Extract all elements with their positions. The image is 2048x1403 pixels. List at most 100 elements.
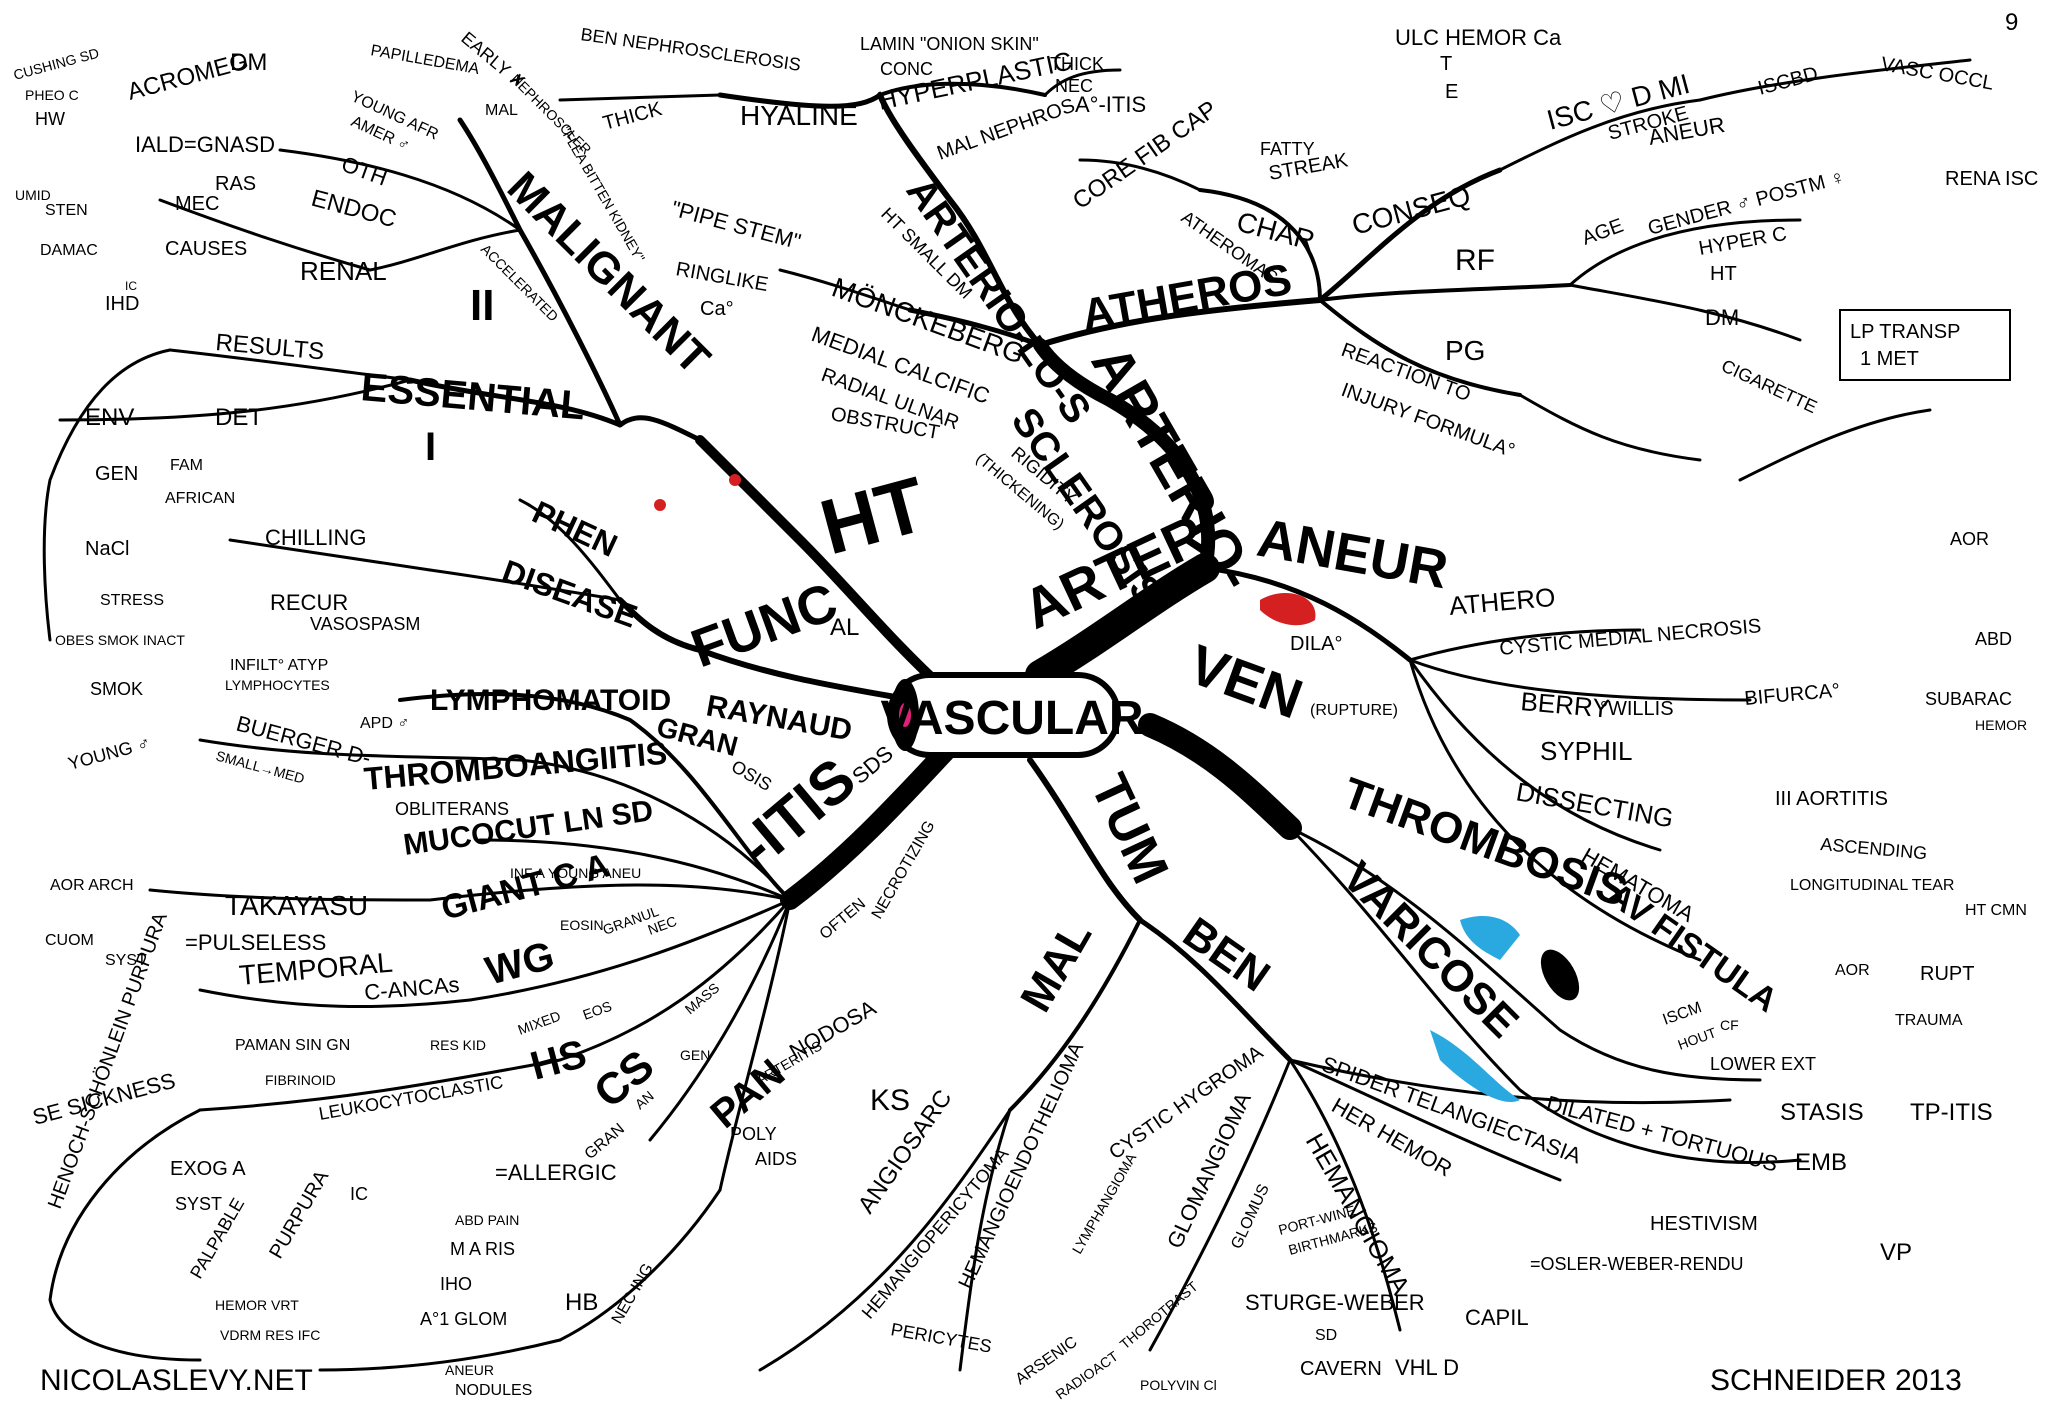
label-athero: ATHERO <box>1448 582 1557 621</box>
label-cf: CF <box>1720 1017 1739 1033</box>
label-thick1: THICK <box>1050 54 1104 74</box>
label-t: T <box>1440 53 1452 75</box>
label-gen: GEN <box>95 463 138 485</box>
label-willis: °WILLIS <box>1600 698 1674 720</box>
label-func: FUNC <box>684 572 845 680</box>
label-conseq: CONSEQ <box>1349 179 1474 240</box>
label-nodules: NODULES <box>455 1382 532 1399</box>
label-pheoc: PHEO C <box>25 87 79 103</box>
label-eosin: EOSIN <box>560 917 604 933</box>
label-ma-ris: M A RIS <box>450 1239 515 1259</box>
label-causes: CAUSES <box>165 238 247 260</box>
label-nacl: NaCl <box>85 538 129 560</box>
label-leukocytoclastic: LEUKOCYTOCLASTIC <box>317 1072 504 1124</box>
label-fatty: FATTY <box>1260 139 1315 159</box>
label-gen2: GEN <box>680 1047 710 1063</box>
label-takayasu: TAKAYASU <box>225 890 368 921</box>
label-longitudinal: LONGITUDINAL TEAR <box>1790 877 1954 894</box>
label-pipe-stem: "PIPE STEM" <box>669 196 804 255</box>
label-aids: AIDS <box>755 1149 797 1169</box>
thrombus <box>1540 949 1580 1001</box>
label-mal-nephros: MAL NEPHROS <box>934 94 1078 164</box>
label-hs: HS <box>526 1032 591 1089</box>
label-malignant-num: II <box>470 281 494 330</box>
label-hemor-vrt: HEMOR VRT <box>215 1297 299 1313</box>
label-syst: SYST <box>105 952 147 969</box>
label-lymphocytes: LYMPHOCYTES <box>225 677 330 693</box>
label-osler: =OSLER-WEBER-RENDU <box>1530 1254 1744 1274</box>
label-hb: HB <box>565 1289 598 1316</box>
label-osis: OSIS <box>728 756 775 795</box>
label-syst2: SYST <box>175 1194 222 1214</box>
label-ht: HT <box>812 460 935 572</box>
label-inf: INF A YOUNG ANEU <box>510 865 641 881</box>
label-pericytes: PERICYTES <box>889 1319 993 1356</box>
label-essential: ESSENTIAL <box>359 365 586 428</box>
label-nec: NEC <box>1055 76 1093 96</box>
label-hemangioendothelioma: HEMANGIOENDOTHELIOMA <box>955 1038 1089 1292</box>
aneurysm-blob <box>1260 592 1316 626</box>
label-poly: POLY <box>730 1124 777 1144</box>
footer-right: SCHNEIDER 2013 <box>1710 1364 1962 1397</box>
label-ht-cmn: HT CMN <box>1965 902 2027 919</box>
label-ht2: HT <box>1710 263 1737 285</box>
label-mal2: MAL <box>485 102 518 119</box>
label-cuom: CUOM <box>45 932 94 949</box>
label-lymphangioma: LYMPHANGIOMA <box>1069 1150 1140 1257</box>
footer-left: NICOLASLEVY.NET <box>40 1364 313 1397</box>
label-hout: HOUT <box>1676 1024 1719 1053</box>
label-thorotrast: THOROTRAST <box>1117 1278 1202 1353</box>
label-ascending: ASCENDING <box>1820 834 1928 863</box>
label-pulseless: =PULSELESS <box>185 930 326 955</box>
label-renal-isc: RENA ISC <box>1945 168 2038 190</box>
label-bifurca: BIFURCA° <box>1744 680 1841 710</box>
label-tum: TUM <box>1079 766 1179 893</box>
label-aor2: AOR <box>1835 962 1870 979</box>
label-rupture: (RUPTURE) <box>1310 702 1398 719</box>
label-lamin: LAMIN "ONION SKIN" <box>860 34 1039 54</box>
label-aneur3: ANEUR <box>445 1362 494 1378</box>
center-label: VASCULAR <box>880 692 1143 745</box>
label-ic: IC <box>125 279 137 293</box>
label-obes: OBES SMOK INACT <box>55 632 185 648</box>
label-ben: BEN <box>1174 908 1278 1001</box>
label-capil: CAPIL <box>1465 1305 1529 1330</box>
label-vdrm: VDRM RES IFC <box>220 1327 320 1343</box>
label-thick2: THICK <box>601 98 665 135</box>
label-ras: RAS <box>215 173 256 195</box>
label-mixed: MIXED <box>516 1008 563 1038</box>
label-african: AFRICAN <box>165 490 235 507</box>
label-stress: STRESS <box>100 592 164 609</box>
label-hyaline: HYALINE <box>740 100 858 131</box>
label-vhl: VHL D <box>1395 1355 1459 1380</box>
label-iscm: ISCM <box>1661 999 1704 1029</box>
label-met: 1 MET <box>1860 348 1919 370</box>
label-chilling: CHILLING <box>265 525 366 550</box>
label-env: ENV <box>85 404 134 431</box>
label-sturge: STURGE-WEBER <box>1245 1290 1425 1315</box>
label-exog: EXOG A <box>170 1158 246 1180</box>
ven-trunk-fill <box>1142 717 1298 836</box>
label-func-sup: AL <box>830 614 859 641</box>
itis-trunk-fill <box>784 746 951 906</box>
label-apd: APD ♂ <box>360 715 409 732</box>
label-lp-transp: LP TRANSP <box>1850 321 1960 343</box>
label-trauma: TRAUMA <box>1895 1012 1963 1029</box>
label-sten: STEN <box>45 202 88 219</box>
label-berry: BERRY <box>1519 686 1610 724</box>
label-mal: MAL <box>1011 913 1101 1020</box>
label-stasis: STASIS <box>1780 1099 1864 1126</box>
label-lower-ext: LOWER EXT <box>1710 1054 1816 1074</box>
colored-trunks <box>780 553 1302 910</box>
label-pg: PG <box>1445 335 1485 366</box>
label-hesitivism: HESTIVISM <box>1650 1213 1758 1235</box>
label-fam: FAM <box>170 457 203 474</box>
label-endoc: ENDOC <box>308 185 399 234</box>
label-dila: DILA° <box>1290 633 1342 655</box>
label-dm: DM <box>1705 305 1739 330</box>
label-infilt: INFILT° ATYP <box>230 657 328 674</box>
label-obliterans: OBLITERANS <box>395 799 509 819</box>
center-node[interactable]: VASCULAR <box>880 672 1144 758</box>
label-res-kid: RES KID <box>430 1037 486 1053</box>
